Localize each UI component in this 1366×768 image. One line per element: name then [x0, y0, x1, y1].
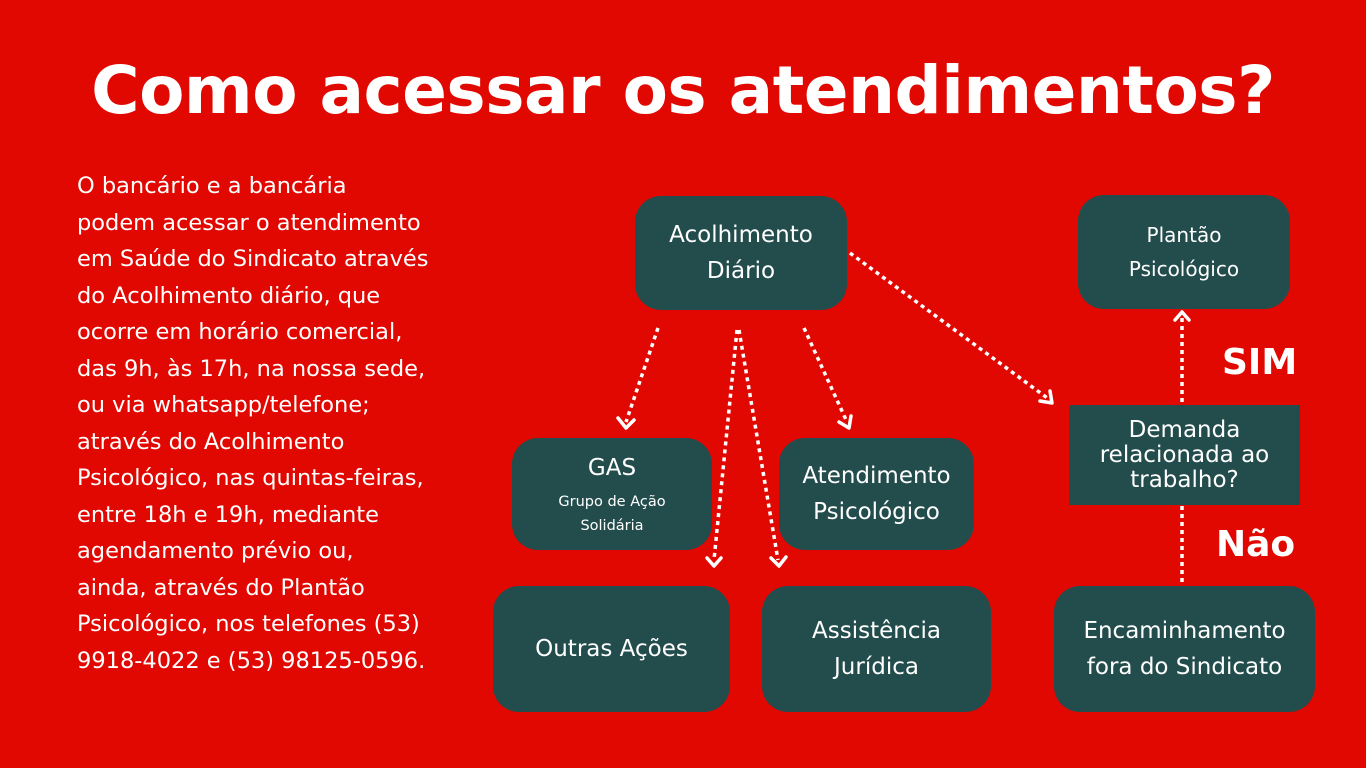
- label-sim: SIM: [1222, 342, 1298, 383]
- node-outras-label: Outras Ações: [535, 636, 688, 662]
- arrow-to-atendimento: [802, 327, 849, 423]
- arrowhead-plantao: [1173, 310, 1191, 322]
- arrowhead-gas: [616, 416, 636, 430]
- node-plantao-label: Plantão Psicológico: [1128, 223, 1240, 281]
- node-outras-acoes: Outras Ações: [493, 586, 730, 712]
- arrow-to-demanda: [848, 251, 1052, 402]
- node-gas-sublabel: Grupo de Ação Solidária: [558, 494, 666, 534]
- node-acolhimento-diario: Acolhimento Diário: [635, 196, 847, 310]
- node-acolhimento-label: Acolhimento Diário: [669, 222, 813, 284]
- arrowhead-atendimento: [837, 414, 853, 430]
- node-encaminhamento-label: Encaminhamento fora do Sindicato: [1083, 618, 1286, 680]
- node-demanda-trabalho: Demanda relacionada ao trabalho?: [1069, 405, 1300, 505]
- page-title: Como acessar os atendimentos?: [91, 52, 1275, 129]
- node-gas: GAS Grupo de Ação Solidária: [512, 438, 712, 550]
- node-demanda-label: Demanda relacionada ao trabalho?: [1099, 416, 1270, 493]
- node-atendimento-psicologico: Atendimento Psicológico: [779, 438, 974, 550]
- arrow-to-gas: [624, 327, 660, 423]
- arrow-to-outras: [712, 329, 739, 561]
- arrow-to-juridica: [737, 329, 780, 561]
- node-assistencia-juridica: Assistência Jurídica: [762, 586, 991, 712]
- arrowhead-outras: [705, 556, 723, 568]
- arrowhead-demanda: [1038, 389, 1054, 405]
- description-text: O bancário e a bancária podem acessar o …: [77, 173, 429, 674]
- node-plantao-psicologico: Plantão Psicológico: [1078, 195, 1290, 309]
- node-atendimento-label: Atendimento Psicológico: [802, 463, 951, 525]
- node-encaminhamento: Encaminhamento fora do Sindicato: [1054, 586, 1315, 712]
- node-juridica-label: Assistência Jurídica: [812, 618, 941, 680]
- label-nao: Não: [1216, 524, 1296, 565]
- arrowhead-juridica: [769, 555, 788, 568]
- node-gas-label: GAS: [587, 455, 637, 481]
